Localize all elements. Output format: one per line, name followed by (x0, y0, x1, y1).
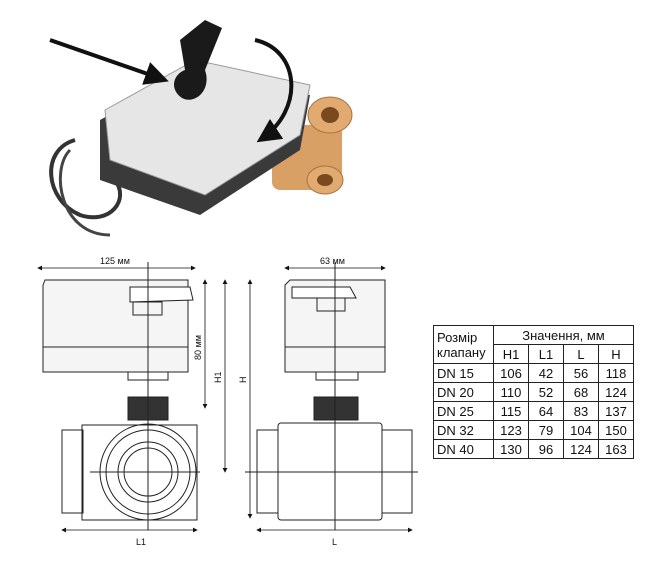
cell: 124 (598, 382, 634, 402)
cell: 79 (528, 420, 564, 440)
rotate-arrow-icon (254, 38, 294, 143)
cell: 106 (493, 363, 529, 383)
dim-l1: L1 (136, 537, 146, 547)
cell: 123 (493, 420, 529, 440)
cell: 137 (598, 401, 634, 421)
cell: 104 (563, 420, 599, 440)
dimension-lines (37, 265, 413, 533)
cell: 64 (528, 401, 564, 421)
cable (49, 138, 122, 220)
cell: DN 40 (433, 439, 494, 459)
cell: 150 (598, 420, 634, 440)
cell: 124 (563, 439, 599, 459)
cell: 130 (493, 439, 529, 459)
dim-h: H (238, 377, 248, 384)
size-header: Розмір клапану (433, 325, 494, 364)
cell: 56 (563, 363, 599, 383)
dim-l: L (332, 537, 337, 547)
dimensions-table: Розмір клапану Значення, мм H1 L1 L H DN… (433, 325, 634, 459)
product-photo (49, 20, 353, 237)
cell: 115 (493, 401, 529, 421)
cell: 110 (493, 382, 529, 402)
col-header: L1 (528, 344, 564, 364)
dim-80: 80 мм (193, 335, 203, 360)
cell: DN 15 (433, 363, 494, 383)
side-view (245, 262, 418, 530)
cell: 83 (563, 401, 599, 421)
actuator-handle (174, 20, 222, 100)
arrow-icon (49, 38, 169, 85)
dim-125: 125 мм (100, 256, 130, 266)
cell: DN 25 (433, 401, 494, 421)
col-header: L (563, 344, 599, 364)
cell: 52 (528, 382, 564, 402)
cell: 68 (563, 382, 599, 402)
cell: DN 32 (433, 420, 494, 440)
cell: 118 (598, 363, 634, 383)
brass-valve (272, 96, 353, 195)
values-header: Значення, мм (493, 325, 634, 345)
cell: 163 (598, 439, 634, 459)
front-view (42, 262, 200, 530)
cell: 96 (528, 439, 564, 459)
cell: DN 20 (433, 382, 494, 402)
col-header: H1 (493, 344, 529, 364)
col-header: H (598, 344, 634, 364)
dim-h1: H1 (213, 371, 223, 383)
dim-63: 63 мм (320, 256, 345, 266)
cell: 42 (528, 363, 564, 383)
